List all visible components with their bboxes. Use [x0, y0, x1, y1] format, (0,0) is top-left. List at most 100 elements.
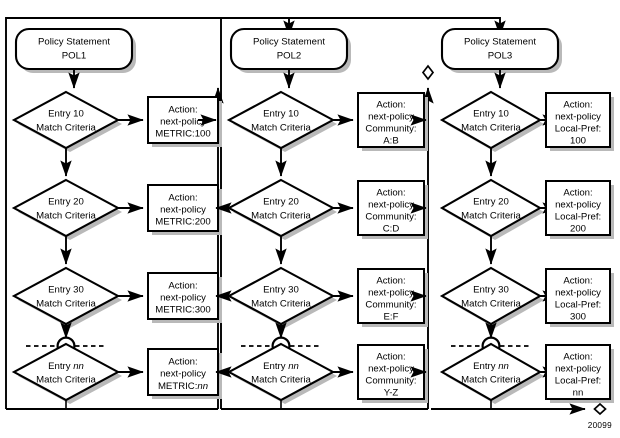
- decision-pol1-entry-2-line2: Match Criteria: [36, 299, 96, 310]
- decision-pol3-entry-1[interactable]: Entry 20 Match Criteria: [439, 178, 544, 240]
- action-pol2-entry-2-line3: Community:: [365, 300, 416, 311]
- decision-pol1-entry-3[interactable]: Entry nn Match Criteria: [11, 342, 122, 404]
- terminator-pol1[interactable]: Policy Statement POL1: [14, 27, 136, 73]
- action-pol3-entry-1-line3: Local-Pref:: [555, 212, 601, 223]
- action-pol1-entry-0[interactable]: Action: next-policy METRIC:100: [147, 96, 222, 147]
- decision-pol3-entry-3[interactable]: Entry nn Match Criteria: [439, 342, 544, 404]
- decision-pol1-entry-1-line1: Entry 20: [48, 197, 84, 208]
- decision-pol1-entry-3-line1: Entry nn: [48, 361, 84, 372]
- action-pol1-entry-2-line1: Action:: [168, 281, 197, 292]
- action-pol1-entry-1-line3: METRIC:200: [155, 217, 210, 228]
- action-pol1-entry-3-line1: Action:: [168, 357, 197, 368]
- bus-col3-exit: [431, 402, 607, 416]
- terminator-pol2-line2: POL2: [277, 51, 302, 62]
- action-pol2-entry-1[interactable]: Action: next-policy Community: C:D: [357, 180, 428, 239]
- decision-pol3-entry-2-line1: Entry 30: [473, 285, 509, 296]
- decision-pol2-entry-2[interactable]: Entry 30 Match Criteria: [226, 266, 337, 328]
- action-pol2-entry-1-line1: Action:: [376, 188, 405, 199]
- decision-pol1-entry-3-line2: Match Criteria: [36, 375, 96, 386]
- decision-pol1-entry-0-line2: Match Criteria: [36, 123, 96, 134]
- column-pol3: Policy Statement POL3 Entry 10 Match Cri…: [439, 27, 614, 409]
- action-pol3-entry-0-line4: 100: [570, 136, 586, 147]
- decision-pol3-entry-3-line1: Entry nn: [473, 361, 509, 372]
- action-pol3-entry-1[interactable]: Action: next-policy Local-Pref: 200: [545, 180, 614, 239]
- action-pol2-entry-2-line1: Action:: [376, 276, 405, 287]
- action-pol3-entry-0-line1: Action:: [563, 100, 592, 111]
- action-pol3-entry-0-line3: Local-Pref:: [555, 124, 601, 135]
- action-pol1-entry-0-line2: next-policy: [160, 117, 206, 128]
- decision-pol2-entry-1-line1: Entry 20: [263, 197, 299, 208]
- decision-pol2-entry-2-line1: Entry 30: [263, 285, 299, 296]
- decision-pol2-entry-0[interactable]: Entry 10 Match Criteria: [226, 90, 337, 152]
- action-pol2-entry-2-line2: next-policy: [368, 288, 414, 299]
- decision-pol3-entry-2[interactable]: Entry 30 Match Criteria: [439, 266, 544, 328]
- action-pol2-entry-1-line2: next-policy: [368, 200, 414, 211]
- action-pol2-entry-0-line3: Community:: [365, 124, 416, 135]
- action-pol1-entry-2-line2: next-policy: [160, 293, 206, 304]
- decision-pol2-entry-0-line1: Entry 10: [263, 109, 299, 120]
- action-pol3-entry-3[interactable]: Action: next-policy Local-Pref: nn: [545, 344, 614, 403]
- terminator-pol3[interactable]: Policy Statement POL3: [440, 27, 562, 73]
- decision-pol2-entry-1[interactable]: Entry 20 Match Criteria: [226, 178, 337, 240]
- action-pol2-entry-3-line3: Community:: [365, 376, 416, 387]
- diamond-junction-marker: [421, 64, 435, 81]
- action-pol3-entry-2-line1: Action:: [563, 276, 592, 287]
- decision-pol3-entry-0-line1: Entry 10: [473, 109, 509, 120]
- terminator-pol1-line1: Policy Statement: [38, 37, 110, 48]
- decision-pol3-entry-0-line2: Match Criteria: [461, 123, 521, 134]
- action-pol2-entry-0[interactable]: Action: next-policy Community: A:B: [357, 92, 428, 151]
- terminator-pol2[interactable]: Policy Statement POL2: [229, 27, 351, 73]
- diamond-endpoint-marker: [593, 402, 607, 416]
- action-pol2-entry-1-line4: C:D: [383, 224, 400, 235]
- column-pol2: Policy Statement POL2 Entry 10 Match Cri…: [226, 27, 428, 409]
- action-pol1-entry-0-line3: METRIC:100: [155, 129, 210, 140]
- action-pol2-entry-3[interactable]: Action: next-policy Community: Y-Z: [357, 344, 428, 403]
- action-pol3-entry-3-line4: nn: [573, 388, 584, 399]
- decision-pol1-entry-0[interactable]: Entry 10 Match Criteria: [11, 90, 122, 152]
- terminator-pol1-line2: POL1: [62, 51, 87, 62]
- terminator-pol3-line2: POL3: [488, 51, 513, 62]
- action-pol2-entry-3-line4: Y-Z: [384, 388, 399, 399]
- action-pol1-entry-2-line3: METRIC:300: [155, 305, 210, 316]
- action-pol1-entry-1-line2: next-policy: [160, 205, 206, 216]
- decision-pol2-entry-1-line2: Match Criteria: [251, 211, 311, 222]
- decision-pol1-entry-2[interactable]: Entry 30 Match Criteria: [11, 266, 122, 328]
- action-pol1-entry-2[interactable]: Action: next-policy METRIC:300: [147, 272, 222, 323]
- action-pol2-entry-0-line2: next-policy: [368, 112, 414, 123]
- action-pol1-entry-3-line3: METRIC:nn: [158, 381, 208, 392]
- decision-pol1-entry-1[interactable]: Entry 20 Match Criteria: [11, 178, 122, 240]
- decision-pol2-entry-2-line2: Match Criteria: [251, 299, 311, 310]
- action-pol1-entry-1[interactable]: Action: next-policy METRIC:200: [147, 184, 222, 235]
- action-pol3-entry-2-line4: 300: [570, 312, 586, 323]
- action-pol1-entry-3[interactable]: Action: next-policy METRIC:nn: [147, 348, 222, 399]
- figure-number: 20099: [588, 421, 612, 430]
- decision-pol3-entry-3-line2: Match Criteria: [461, 375, 521, 386]
- action-pol3-entry-2-line3: Local-Pref:: [555, 300, 601, 311]
- action-pol3-entry-0[interactable]: Action: next-policy Local-Pref: 100: [545, 92, 614, 151]
- action-pol3-entry-1-line2: next-policy: [555, 200, 601, 211]
- terminator-pol3-line1: Policy Statement: [464, 37, 536, 48]
- action-pol2-entry-2-line4: E:F: [384, 312, 399, 323]
- decision-pol2-entry-3[interactable]: Entry nn Match Criteria: [226, 342, 337, 404]
- action-pol3-entry-3-line1: Action:: [563, 352, 592, 363]
- action-pol2-entry-0-line4: A:B: [383, 136, 398, 147]
- decision-pol2-entry-3-line1: Entry nn: [263, 361, 299, 372]
- action-pol1-entry-1-line1: Action:: [168, 193, 197, 204]
- action-pol3-entry-1-line1: Action:: [563, 188, 592, 199]
- action-pol2-entry-3-line2: next-policy: [368, 364, 414, 375]
- action-pol3-entry-0-line2: next-policy: [555, 112, 601, 123]
- action-pol3-entry-2[interactable]: Action: next-policy Local-Pref: 300: [545, 268, 614, 327]
- decision-pol3-entry-0[interactable]: Entry 10 Match Criteria: [439, 90, 544, 152]
- action-pol2-entry-3-line1: Action:: [376, 352, 405, 363]
- action-pol1-entry-3-line2: next-policy: [160, 369, 206, 380]
- action-pol3-entry-3-line3: Local-Pref:: [555, 376, 601, 387]
- action-pol2-entry-2[interactable]: Action: next-policy Community: E:F: [357, 268, 428, 327]
- action-pol1-entry-0-line1: Action:: [168, 105, 197, 116]
- decision-pol3-entry-1-line1: Entry 20: [473, 197, 509, 208]
- action-pol3-entry-2-line2: next-policy: [555, 288, 601, 299]
- decision-pol3-entry-1-line2: Match Criteria: [461, 211, 521, 222]
- action-pol2-entry-1-line3: Community:: [365, 212, 416, 223]
- action-pol3-entry-1-line4: 200: [570, 224, 586, 235]
